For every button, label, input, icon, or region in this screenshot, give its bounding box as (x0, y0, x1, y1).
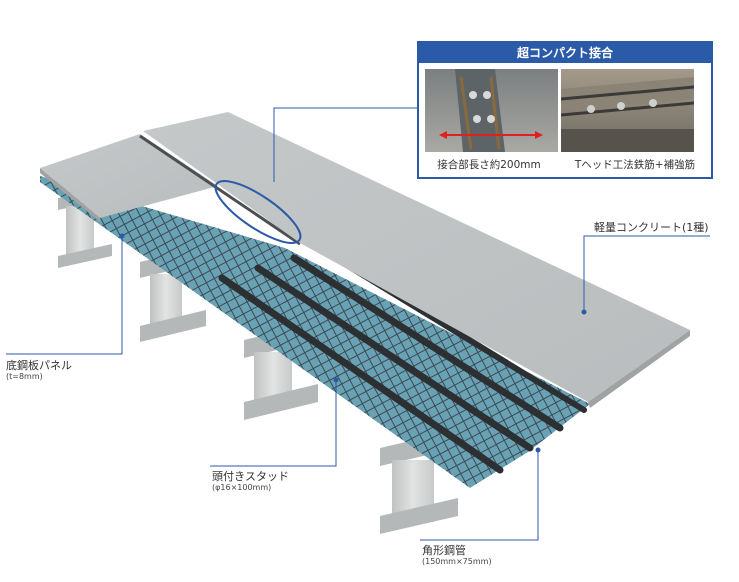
t-head-rebar-photo (561, 69, 694, 152)
leader-dots (119, 233, 587, 453)
bottom-steel-panel (40, 176, 590, 488)
leader-lines (6, 107, 710, 541)
joint-length-photo (425, 69, 558, 152)
label-bottom-steel-panel-main: 底鋼板パネル (6, 359, 72, 372)
label-square-steel-tube-main: 角形鋼管 (422, 544, 466, 557)
label-square-steel-tube-sub: (150mm×75mm) (422, 557, 492, 566)
t-head-rebar-caption: Tヘッド工法鉄筋+補強筋 (574, 159, 696, 171)
label-headed-stud: 頭付きスタッド (φ16×100mm) (212, 470, 289, 493)
concrete-slab-left (40, 134, 218, 222)
label-bottom-steel-panel: 底鋼板パネル (t=8mm) (6, 359, 72, 382)
label-headed-stud-main: 頭付きスタッド (212, 470, 289, 483)
joint-highlight-ellipse (214, 180, 302, 244)
label-lightweight-concrete: 軽量コンクリート(1種) (594, 221, 709, 234)
label-square-steel-tube: 角形鋼管 (150mm×75mm) (422, 544, 492, 567)
label-headed-stud-sub: (φ16×100mm) (212, 483, 272, 492)
concrete-slab-main (143, 112, 690, 408)
callout-title: 超コンパクト接合 (419, 43, 711, 63)
label-bottom-steel-panel-sub: (t=8mm) (6, 372, 43, 381)
joint-length-caption: 接合部長さ約200mm (437, 159, 541, 171)
joint-gap (139, 134, 301, 246)
compact-joint-callout: 超コンパクト接合 接合部長さ約200mm Tヘッド工法鉄筋+補強筋 (417, 41, 713, 179)
